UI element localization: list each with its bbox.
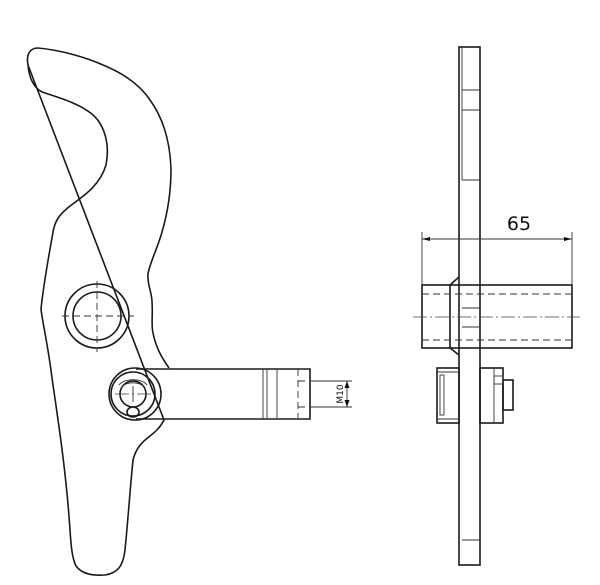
plate [458, 46, 481, 566]
pin-assembly [436, 367, 514, 424]
pivot-bore [62, 281, 134, 352]
length-dimension: 65 [421, 213, 573, 285]
thread-label: M10 [336, 384, 346, 403]
bushing [413, 276, 580, 356]
small-pin [108, 367, 162, 421]
front-view-hook: M10 [26, 47, 352, 577]
length-label: 65 [507, 213, 531, 235]
hook-outline [26, 47, 172, 577]
thread-dimension: M10 [310, 380, 352, 408]
side-view: 65 [413, 46, 580, 566]
lever-arm [136, 368, 311, 420]
